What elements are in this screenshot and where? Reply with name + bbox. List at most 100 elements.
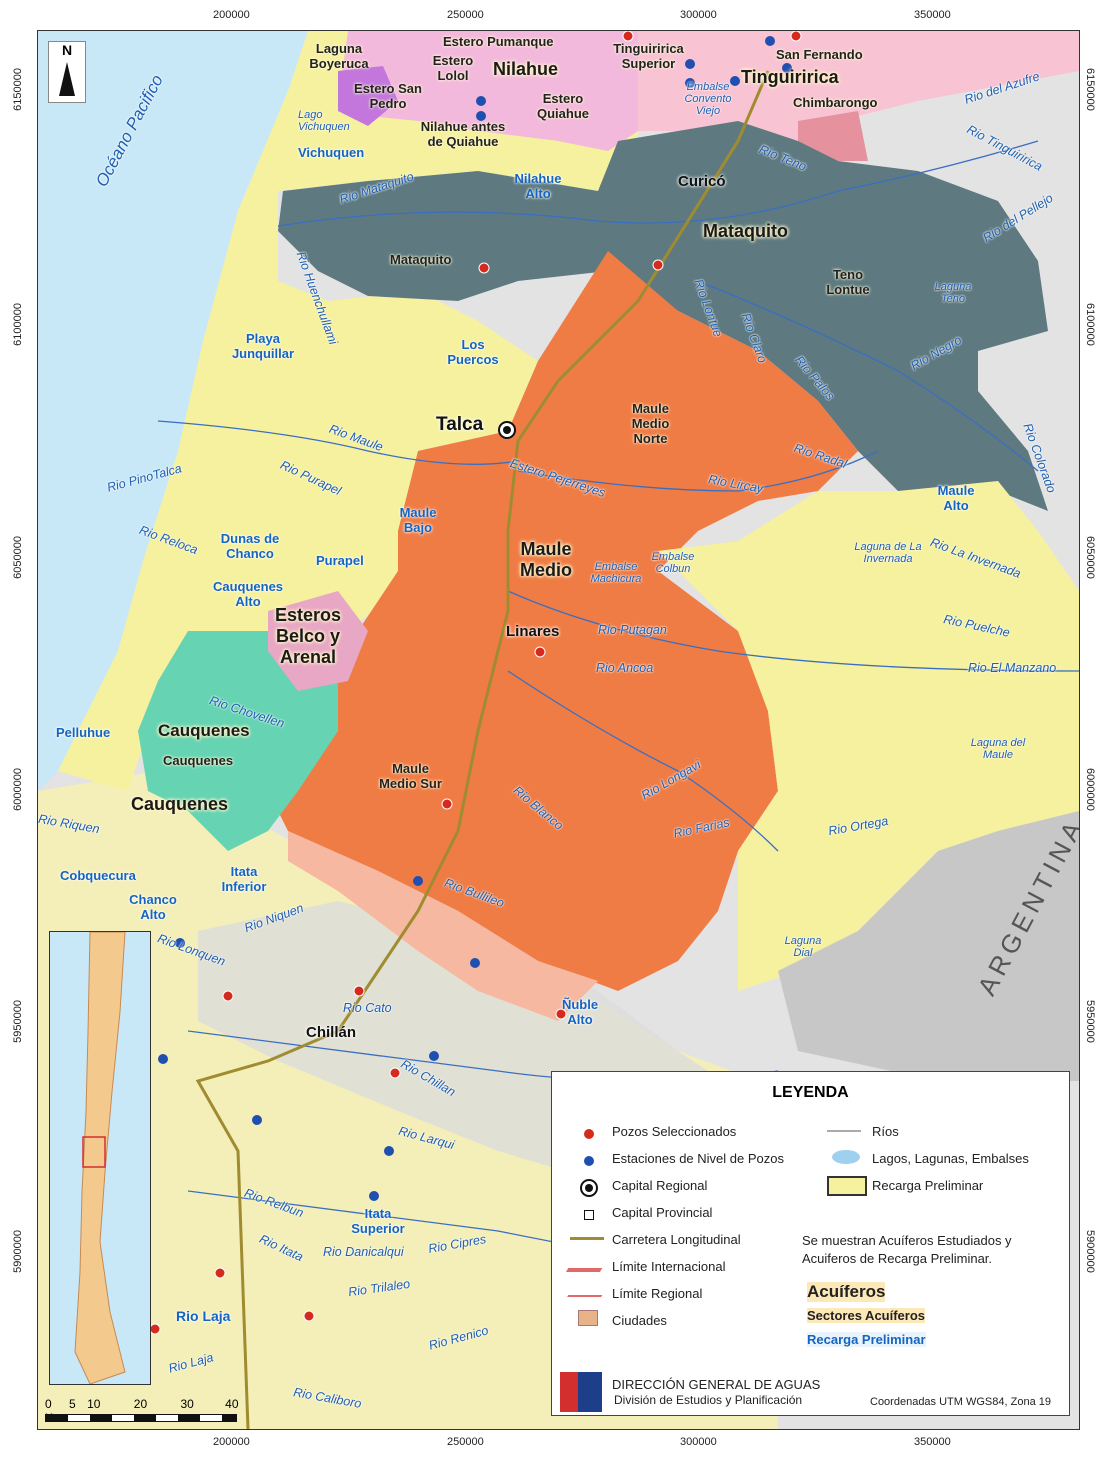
sector-label: Estero San Pedro bbox=[354, 81, 422, 111]
legend-item: Carretera Longitudinal bbox=[612, 1232, 741, 1247]
legend-item: Recarga Preliminar bbox=[872, 1178, 984, 1193]
right-tick: 6000000 bbox=[1084, 768, 1096, 811]
well-selected-icon bbox=[584, 1129, 594, 1139]
aquifer-esteros bbox=[268, 591, 368, 691]
sector-label: Estero Lolol bbox=[432, 53, 474, 83]
lake-icon bbox=[832, 1150, 860, 1164]
left-tick: 5900000 bbox=[12, 1230, 24, 1273]
capital-provincial-icon bbox=[584, 1210, 594, 1220]
coords-note: Coordenadas UTM WGS84, Zona 19 bbox=[870, 1396, 1051, 1408]
aquifer-san-pedro bbox=[338, 66, 398, 126]
aquifer-mataquito-label: Mataquito bbox=[703, 221, 788, 241]
inset-map bbox=[49, 931, 151, 1385]
sector-label: Estero Quiahue bbox=[536, 91, 589, 121]
legend-acuiferos: Acuíferos bbox=[807, 1282, 886, 1302]
recharge-label: Ñuble Alto bbox=[561, 997, 599, 1027]
aquifer-cauquenes bbox=[138, 631, 338, 851]
city-label: Curicó bbox=[678, 173, 726, 190]
sector-label: San Fernando bbox=[776, 47, 863, 62]
international-limit-icon bbox=[565, 1258, 609, 1272]
left-tick: 5950000 bbox=[12, 1000, 24, 1043]
recharge-label: Nilahue Alto bbox=[514, 171, 562, 201]
top-tick: 300000 bbox=[680, 9, 717, 21]
legend-item: Estaciones de Nivel de Pozos bbox=[612, 1151, 784, 1166]
well-station-icon bbox=[584, 1156, 594, 1166]
sector-label: Tinguiririca Superior bbox=[613, 41, 684, 71]
recharge-label: Rio Laja bbox=[176, 1308, 231, 1324]
legend-item: Lagos, Lagunas, Embalses bbox=[872, 1151, 1029, 1166]
aquifer-cauquenes-big-label: Cauquenes bbox=[131, 794, 229, 814]
sector-label: Mataquito bbox=[390, 252, 452, 267]
city-label: Talca bbox=[436, 414, 484, 435]
sector-label: Nilahue antes de Quiahue bbox=[420, 119, 506, 149]
left-tick: 6000000 bbox=[12, 768, 24, 811]
sector-label: Maule Medio Norte bbox=[631, 401, 670, 446]
chimbarongo-red bbox=[798, 111, 868, 161]
recharge-icon bbox=[827, 1176, 867, 1196]
aquifer-cauquenes-label: Cauquenes bbox=[158, 721, 250, 740]
recharge-label: Playa Junquillar bbox=[231, 331, 295, 361]
legend-note: Se muestran Acuíferos Estudiados y Acuif… bbox=[802, 1233, 1012, 1266]
left-tick: 6050000 bbox=[12, 536, 24, 579]
sector-label: Chimbarongo bbox=[793, 95, 878, 110]
scale-tick: 5 bbox=[69, 1397, 76, 1411]
scale-bar: 0 5 10 20 30 40 Km bbox=[45, 1397, 257, 1425]
river-label: Rio Cato bbox=[343, 1001, 392, 1015]
aquifer-maule-medio-label: Maule Medio bbox=[520, 539, 572, 580]
wells-selected bbox=[149, 31, 802, 1335]
highway-icon bbox=[570, 1237, 604, 1240]
top-tick: 250000 bbox=[447, 9, 484, 21]
aquifer-esteros-label: Esteros Belco y Arenal bbox=[274, 605, 342, 667]
recharge-label: Purapel bbox=[316, 553, 364, 568]
legend-title: LEYENDA bbox=[772, 1084, 849, 1101]
legend-item: Capital Provincial bbox=[612, 1205, 713, 1220]
recharge-salmon bbox=[288, 831, 598, 1021]
scale-tick: 0 bbox=[45, 1397, 52, 1411]
water-label: Embalse Machicura bbox=[590, 561, 642, 585]
water-label: Lago Vichuquen bbox=[298, 109, 350, 133]
top-tick: 350000 bbox=[914, 9, 951, 21]
capital-regional-icon bbox=[498, 421, 516, 439]
aquifer-tinguiririca-label: Tinguiririca bbox=[741, 67, 839, 87]
recharge-label: Maule Alto bbox=[937, 483, 975, 513]
bottom-tick: 250000 bbox=[447, 1436, 484, 1448]
scale-tick: 10 bbox=[87, 1397, 101, 1411]
recharge-label: Itata Inferior bbox=[221, 864, 267, 894]
recharge-label: Dunas de Chanco bbox=[220, 531, 280, 561]
dga-logo-icon bbox=[560, 1372, 602, 1412]
map-frame[interactable]: Océano Pacifico ARGENTINA N Nilahue Ting… bbox=[37, 30, 1080, 1430]
recharge-label: Maule Bajo bbox=[399, 505, 437, 535]
recharge-label: Cobquecura bbox=[60, 868, 136, 883]
water-label: Laguna Teno bbox=[934, 281, 972, 305]
sector-label: Cauquenes bbox=[163, 753, 234, 768]
recharge-coast bbox=[58, 31, 638, 791]
right-tick: 5950000 bbox=[1084, 1000, 1096, 1043]
water-label: Laguna del Maule bbox=[970, 737, 1026, 761]
sea bbox=[38, 31, 308, 791]
city-label: Chillán bbox=[306, 1024, 357, 1041]
legend-item: Pozos Seleccionados bbox=[612, 1124, 737, 1139]
bottom-tick: 200000 bbox=[213, 1436, 250, 1448]
legend-item: Capital Regional bbox=[612, 1178, 708, 1193]
river-label: Rio Ancoa bbox=[596, 661, 654, 675]
city-icon bbox=[578, 1310, 598, 1326]
water-label: Embalse Convento Viejo bbox=[684, 81, 732, 117]
sector-label: Maule Medio Sur bbox=[379, 761, 442, 791]
wells-stations bbox=[158, 36, 792, 1201]
city-label: Linares bbox=[506, 623, 560, 640]
north-arrow-icon: N bbox=[48, 41, 86, 103]
legend-item: Límite Regional bbox=[612, 1286, 703, 1301]
scale-tick: 40 bbox=[225, 1397, 239, 1411]
aquifer-maule-medio bbox=[268, 251, 858, 991]
water-label: Embalse Colbun bbox=[651, 551, 695, 575]
water-label: Laguna Dial bbox=[784, 935, 822, 959]
recharge-label: Chanco Alto bbox=[129, 892, 177, 922]
legend-item: Límite Internacional bbox=[612, 1259, 726, 1274]
legend: LEYENDA Pozos Seleccionados Estaciones d… bbox=[551, 1071, 1070, 1416]
north-label: N bbox=[61, 42, 73, 58]
scale-tick: 30 bbox=[180, 1397, 194, 1411]
sector-label: Estero Pumanque bbox=[443, 34, 554, 49]
recharge-label: Cauquenes Alto bbox=[212, 579, 284, 609]
legend-sectores: Sectores Acuíferos bbox=[807, 1308, 926, 1323]
legend-item: Ciudades bbox=[612, 1313, 667, 1328]
